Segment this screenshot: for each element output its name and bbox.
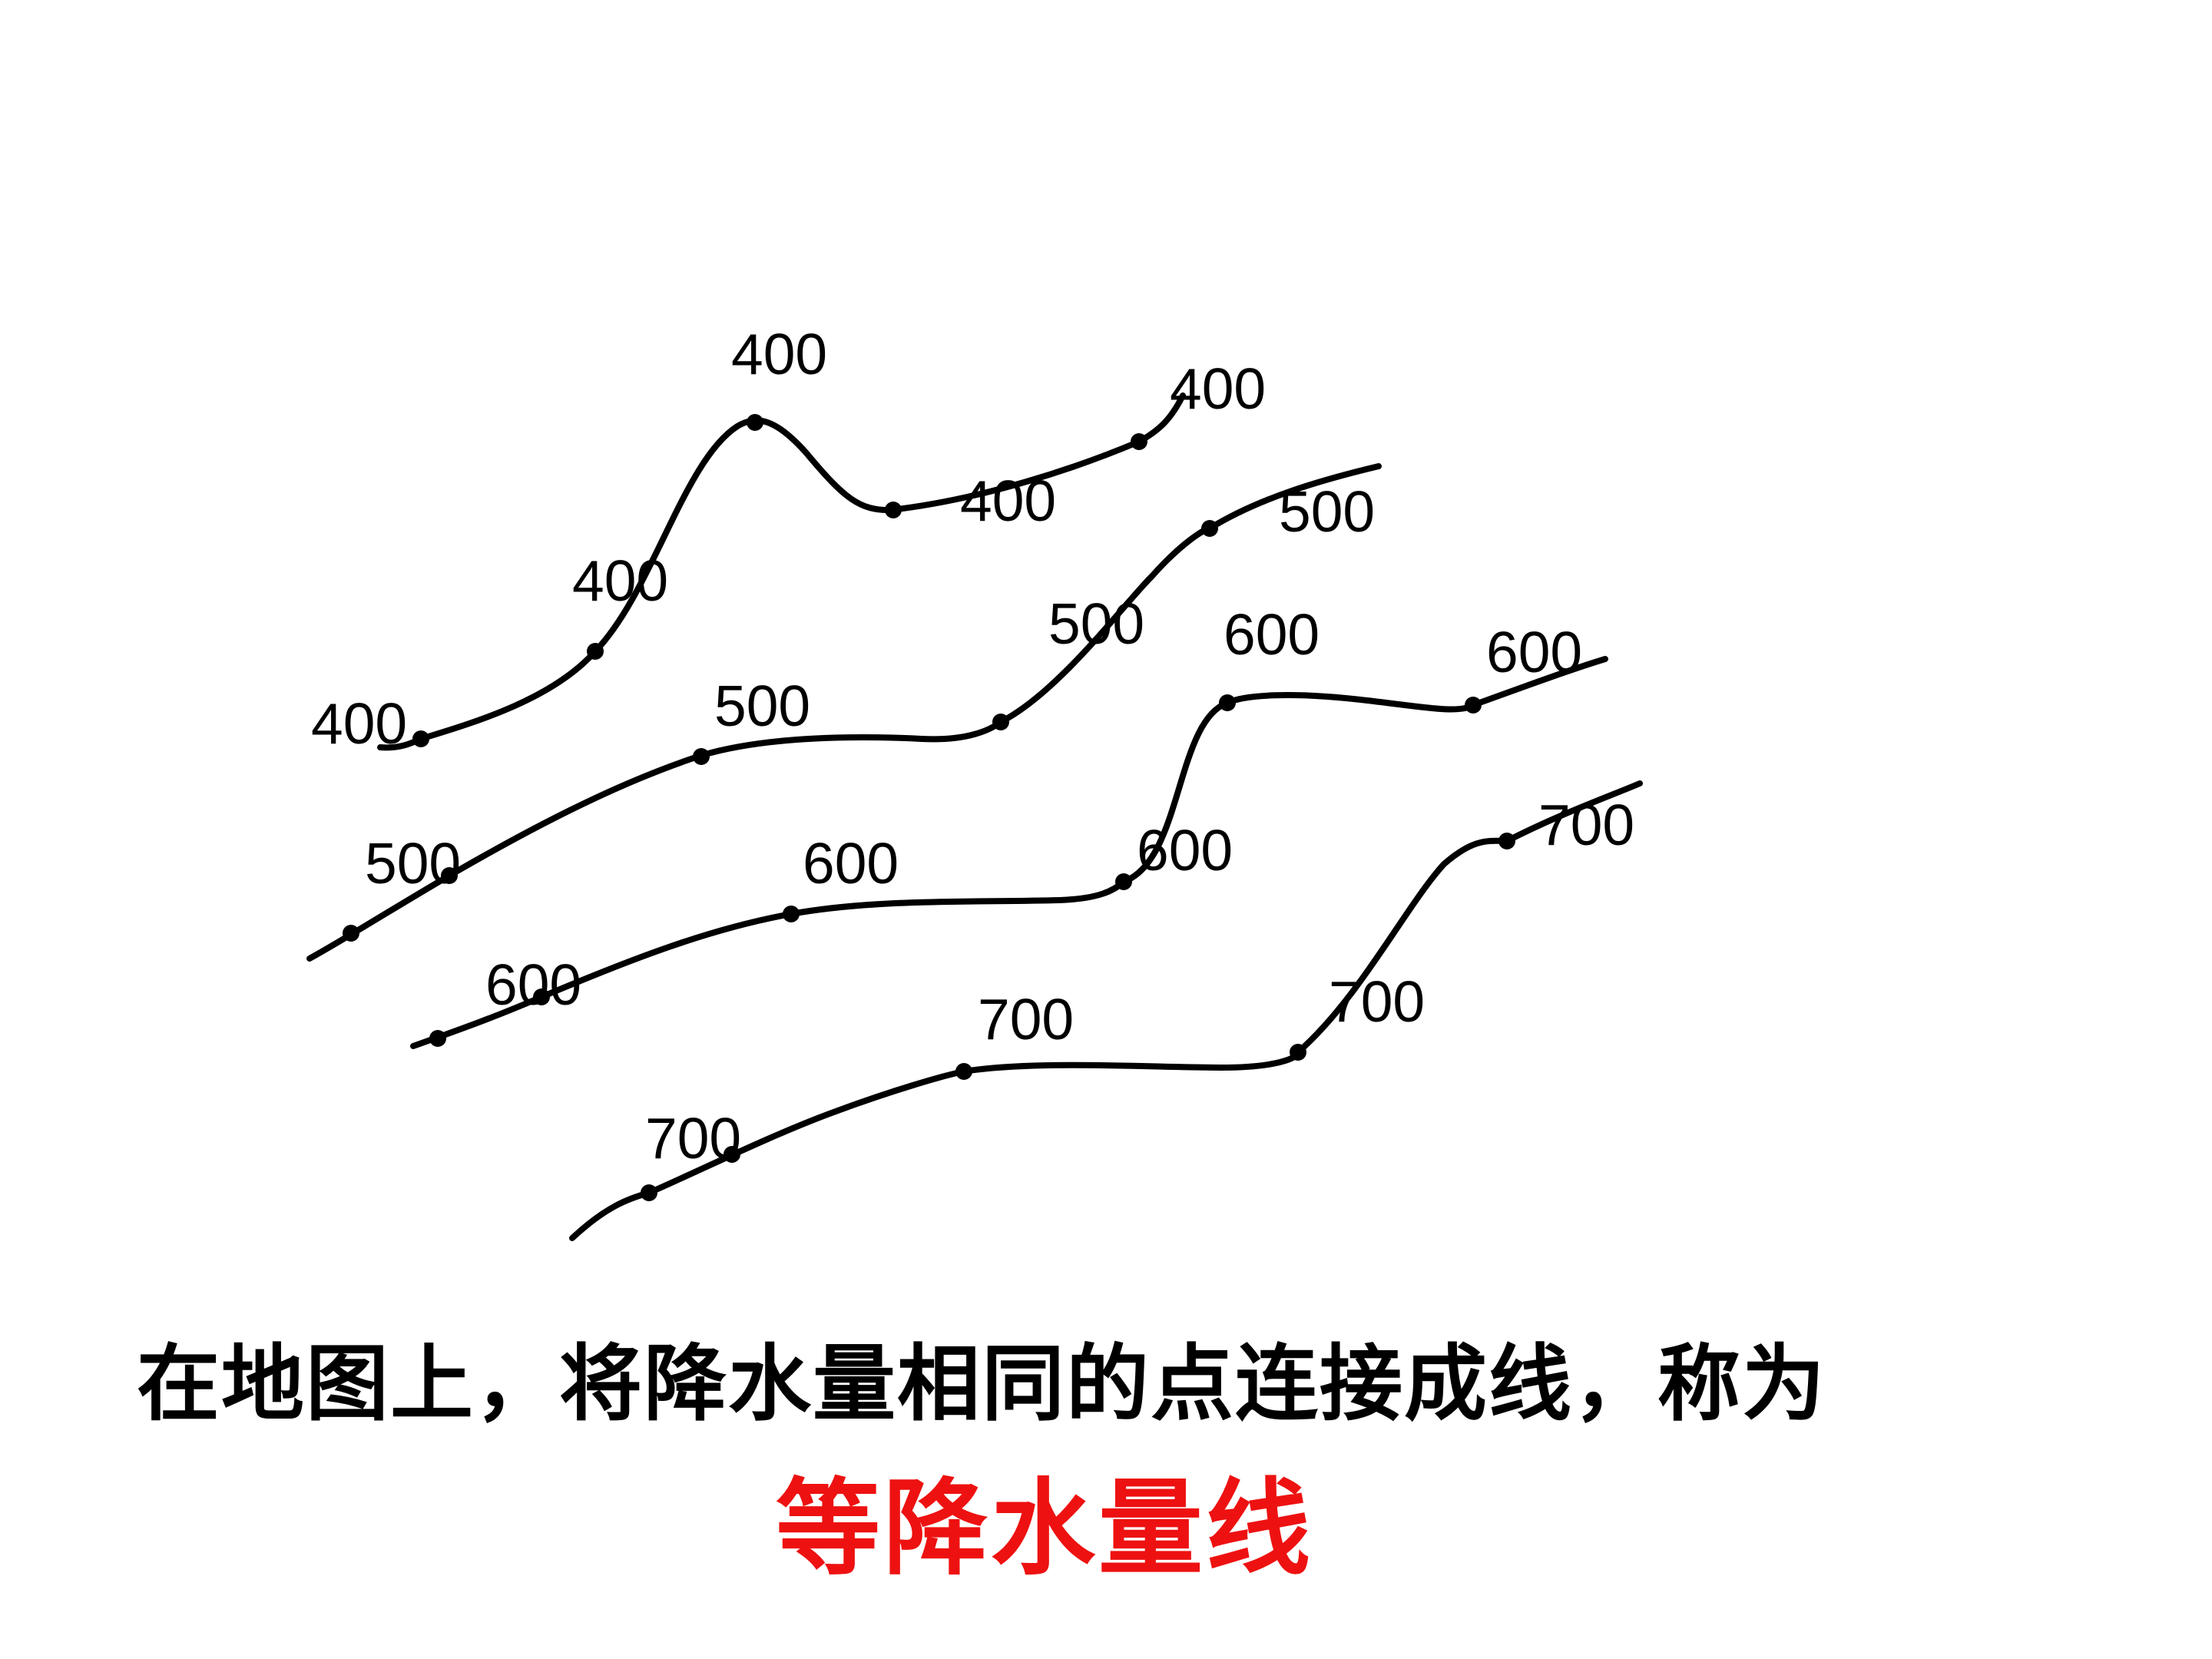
- isoline-400-label: 400: [731, 322, 827, 386]
- isoline-400-label: 400: [960, 469, 1056, 533]
- isoline-700-label: 700: [978, 987, 1074, 1051]
- isohyet-term: 等降水量线: [776, 1469, 1313, 1590]
- isoline-400-label: 400: [572, 548, 668, 613]
- isoline-700-point: [724, 1146, 740, 1163]
- isoline-600-point: [1465, 697, 1482, 714]
- isoline-400-point: [885, 502, 902, 518]
- isoline-400-point: [1131, 433, 1147, 450]
- isoline-500-point: [992, 714, 1009, 730]
- isoline-700-point: [1498, 833, 1515, 849]
- isoline-400-point: [587, 643, 604, 660]
- isoline-700-label: 700: [1329, 969, 1425, 1034]
- isoline-600-label: 600: [485, 952, 581, 1017]
- isoline-500-label: 500: [714, 674, 810, 738]
- isoline-400: 400 400 400 400 400: [311, 322, 1266, 756]
- isoline-700-point: [955, 1063, 972, 1080]
- isoline-600-point: [429, 1030, 446, 1047]
- isoline-600: 600 600 600 600 600: [410, 602, 1608, 1049]
- isoline-500-point: [441, 867, 458, 884]
- isoline-500-label: 500: [1048, 591, 1144, 656]
- isoline-500-label: 500: [1279, 479, 1375, 544]
- isoline-600-point: [783, 906, 800, 922]
- isoline-500-point: [693, 748, 710, 765]
- isoline-600-label: 600: [1224, 602, 1320, 667]
- isoline-400-point: [412, 730, 429, 747]
- isoline-600-point: [1219, 694, 1236, 711]
- isoline-500-label: 500: [365, 831, 461, 896]
- isoline-400-label: 400: [311, 691, 407, 756]
- isoline-700-label: 700: [1538, 793, 1634, 857]
- isoline-700-point: [1290, 1044, 1306, 1061]
- isoline-600-label: 600: [803, 831, 899, 896]
- isoline-600-point: [1115, 873, 1132, 890]
- isoline-500: 500 500 500 500: [306, 463, 1382, 962]
- isoline-400-point: [747, 414, 763, 431]
- isoline-700-label: 700: [645, 1106, 741, 1171]
- isoline-600-label: 600: [1486, 620, 1582, 684]
- isoline-700: 700 700 700 700: [569, 780, 1643, 1241]
- isoline-600-label: 600: [1137, 818, 1233, 882]
- isoline-400-label: 400: [1170, 356, 1266, 421]
- isoline-600-point: [533, 988, 550, 1005]
- isoline-700-point: [641, 1184, 657, 1201]
- isoline-500-point: [343, 925, 359, 942]
- isoline-500-point: [1201, 520, 1218, 537]
- caption-text: 在地图上，将降水量相同的点连接成线，称为: [137, 1336, 1827, 1432]
